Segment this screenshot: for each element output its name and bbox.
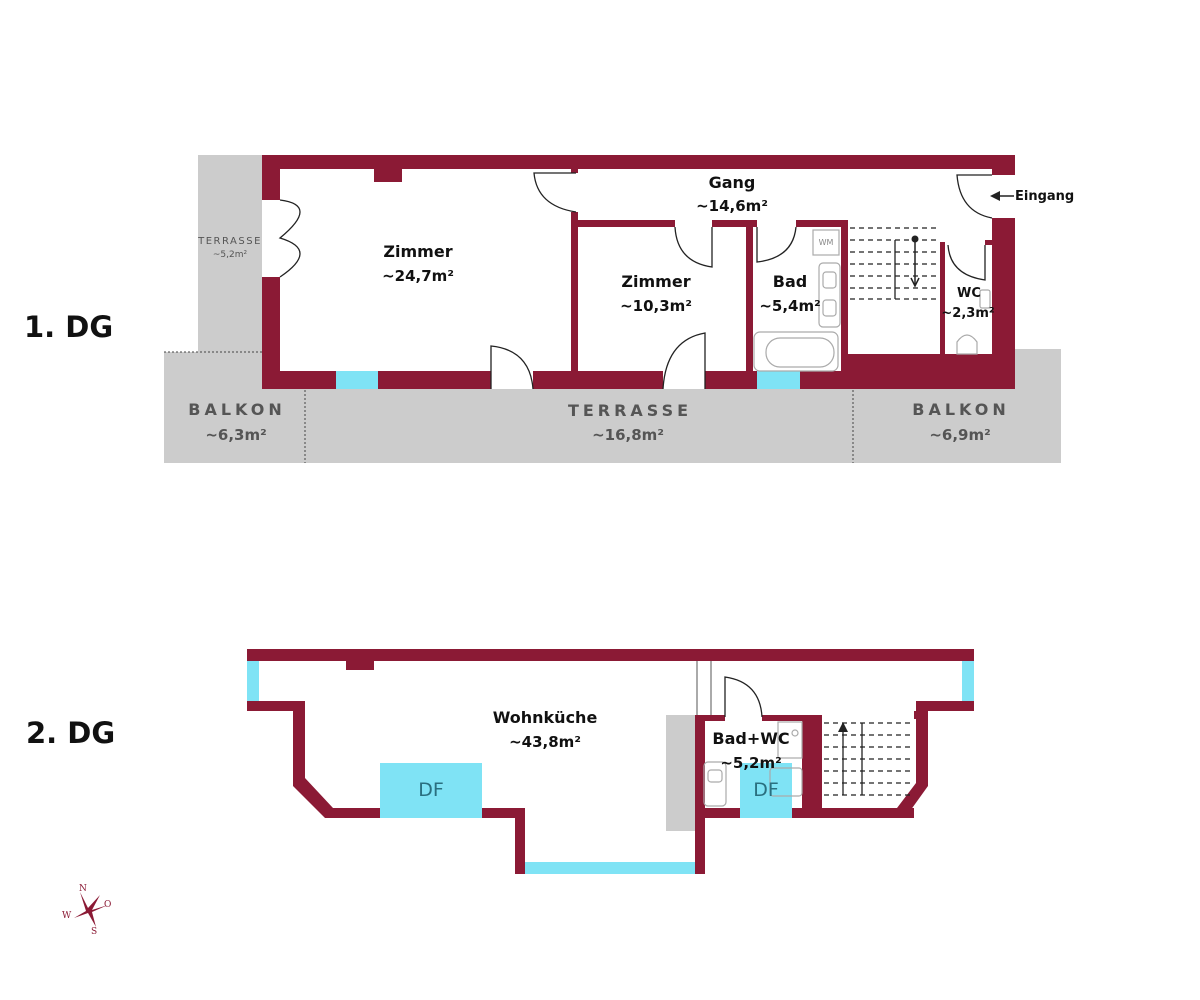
balkon-right-name: BALKON — [912, 400, 1009, 419]
room-bad-name: Bad — [773, 272, 807, 291]
room-gang-name: Gang — [709, 173, 756, 192]
bathroom-fixtures-floor-1 — [753, 229, 991, 372]
terrasse-strip — [164, 388, 1061, 463]
room-bad-area: ~5,4m² — [759, 297, 820, 315]
entrance-arrow — [990, 191, 1014, 201]
terrasse-small-name: TERRASSE — [197, 236, 262, 247]
door — [724, 676, 763, 718]
skylight — [380, 763, 482, 818]
floor-1-label: 1. DG — [24, 310, 113, 344]
balkon-right-upper — [1015, 349, 1061, 388]
window — [247, 661, 259, 701]
floor-2: Wohnküche ~43,8m² Bad+WC ~5,2m² DF DF 2.… — [26, 649, 974, 874]
skylight — [740, 763, 792, 818]
window — [962, 661, 974, 701]
compass-w: W — [62, 911, 72, 921]
room-zimmer-small-name: Zimmer — [621, 272, 690, 291]
skylight-label: DF — [753, 779, 779, 801]
washer-label: WM — [819, 238, 834, 247]
room-wc-name: WC — [957, 286, 981, 301]
terrasse-small-area — [198, 155, 264, 352]
compass-o: O — [104, 900, 111, 910]
room-zimmer-large-area: ~24,7m² — [382, 267, 454, 285]
balkon-left-upper — [164, 352, 264, 388]
floor-2-label: 2. DG — [26, 716, 115, 750]
terrasse-main-name: TERRASSE — [568, 401, 692, 420]
balkon-right-area: ~6,9m² — [929, 426, 990, 444]
bathroom-fixtures-floor-2 — [703, 721, 803, 807]
shaft-lines — [696, 661, 712, 715]
room-wohnkueche-area: ~43,8m² — [509, 733, 581, 751]
compass-s: S — [91, 927, 97, 937]
window — [336, 371, 378, 389]
shaft-area — [666, 715, 697, 831]
room-zimmer-large-name: Zimmer — [383, 242, 452, 261]
balkon-left-name: BALKON — [188, 400, 285, 419]
entrance-label: Eingang — [1015, 189, 1074, 204]
door-opening — [491, 371, 533, 389]
door-opening — [663, 371, 705, 389]
floor-1: WM Eingang Zimmer ~24,7m² Gang ~14,6m² Z… — [24, 155, 1074, 463]
floor-1-walls — [262, 155, 1015, 389]
window — [757, 371, 800, 389]
compass-rose-icon: N O S W — [62, 884, 111, 937]
compass-n: N — [79, 884, 87, 894]
stairs-floor-1 — [850, 227, 940, 300]
balkon-left-area: ~6,3m² — [205, 426, 266, 444]
stairs-floor-2 — [824, 722, 914, 796]
window — [525, 862, 695, 874]
floor-2-walls — [247, 649, 974, 874]
skylight-label: DF — [418, 779, 444, 801]
room-wohnkueche-name: Wohnküche — [493, 708, 598, 727]
room-bad-wc-area: ~5,2m² — [720, 754, 781, 772]
room-bad-wc-name: Bad+WC — [712, 729, 789, 748]
room-gang-area: ~14,6m² — [696, 197, 768, 215]
terrasse-small-area-value: ~5,2m² — [213, 250, 248, 260]
terrasse-main-area: ~16,8m² — [592, 426, 664, 444]
room-wc-area: ~2,3m² — [941, 306, 994, 321]
doors-floor-1 — [278, 172, 993, 390]
room-zimmer-small-area: ~10,3m² — [620, 297, 692, 315]
door-opening — [262, 200, 280, 277]
